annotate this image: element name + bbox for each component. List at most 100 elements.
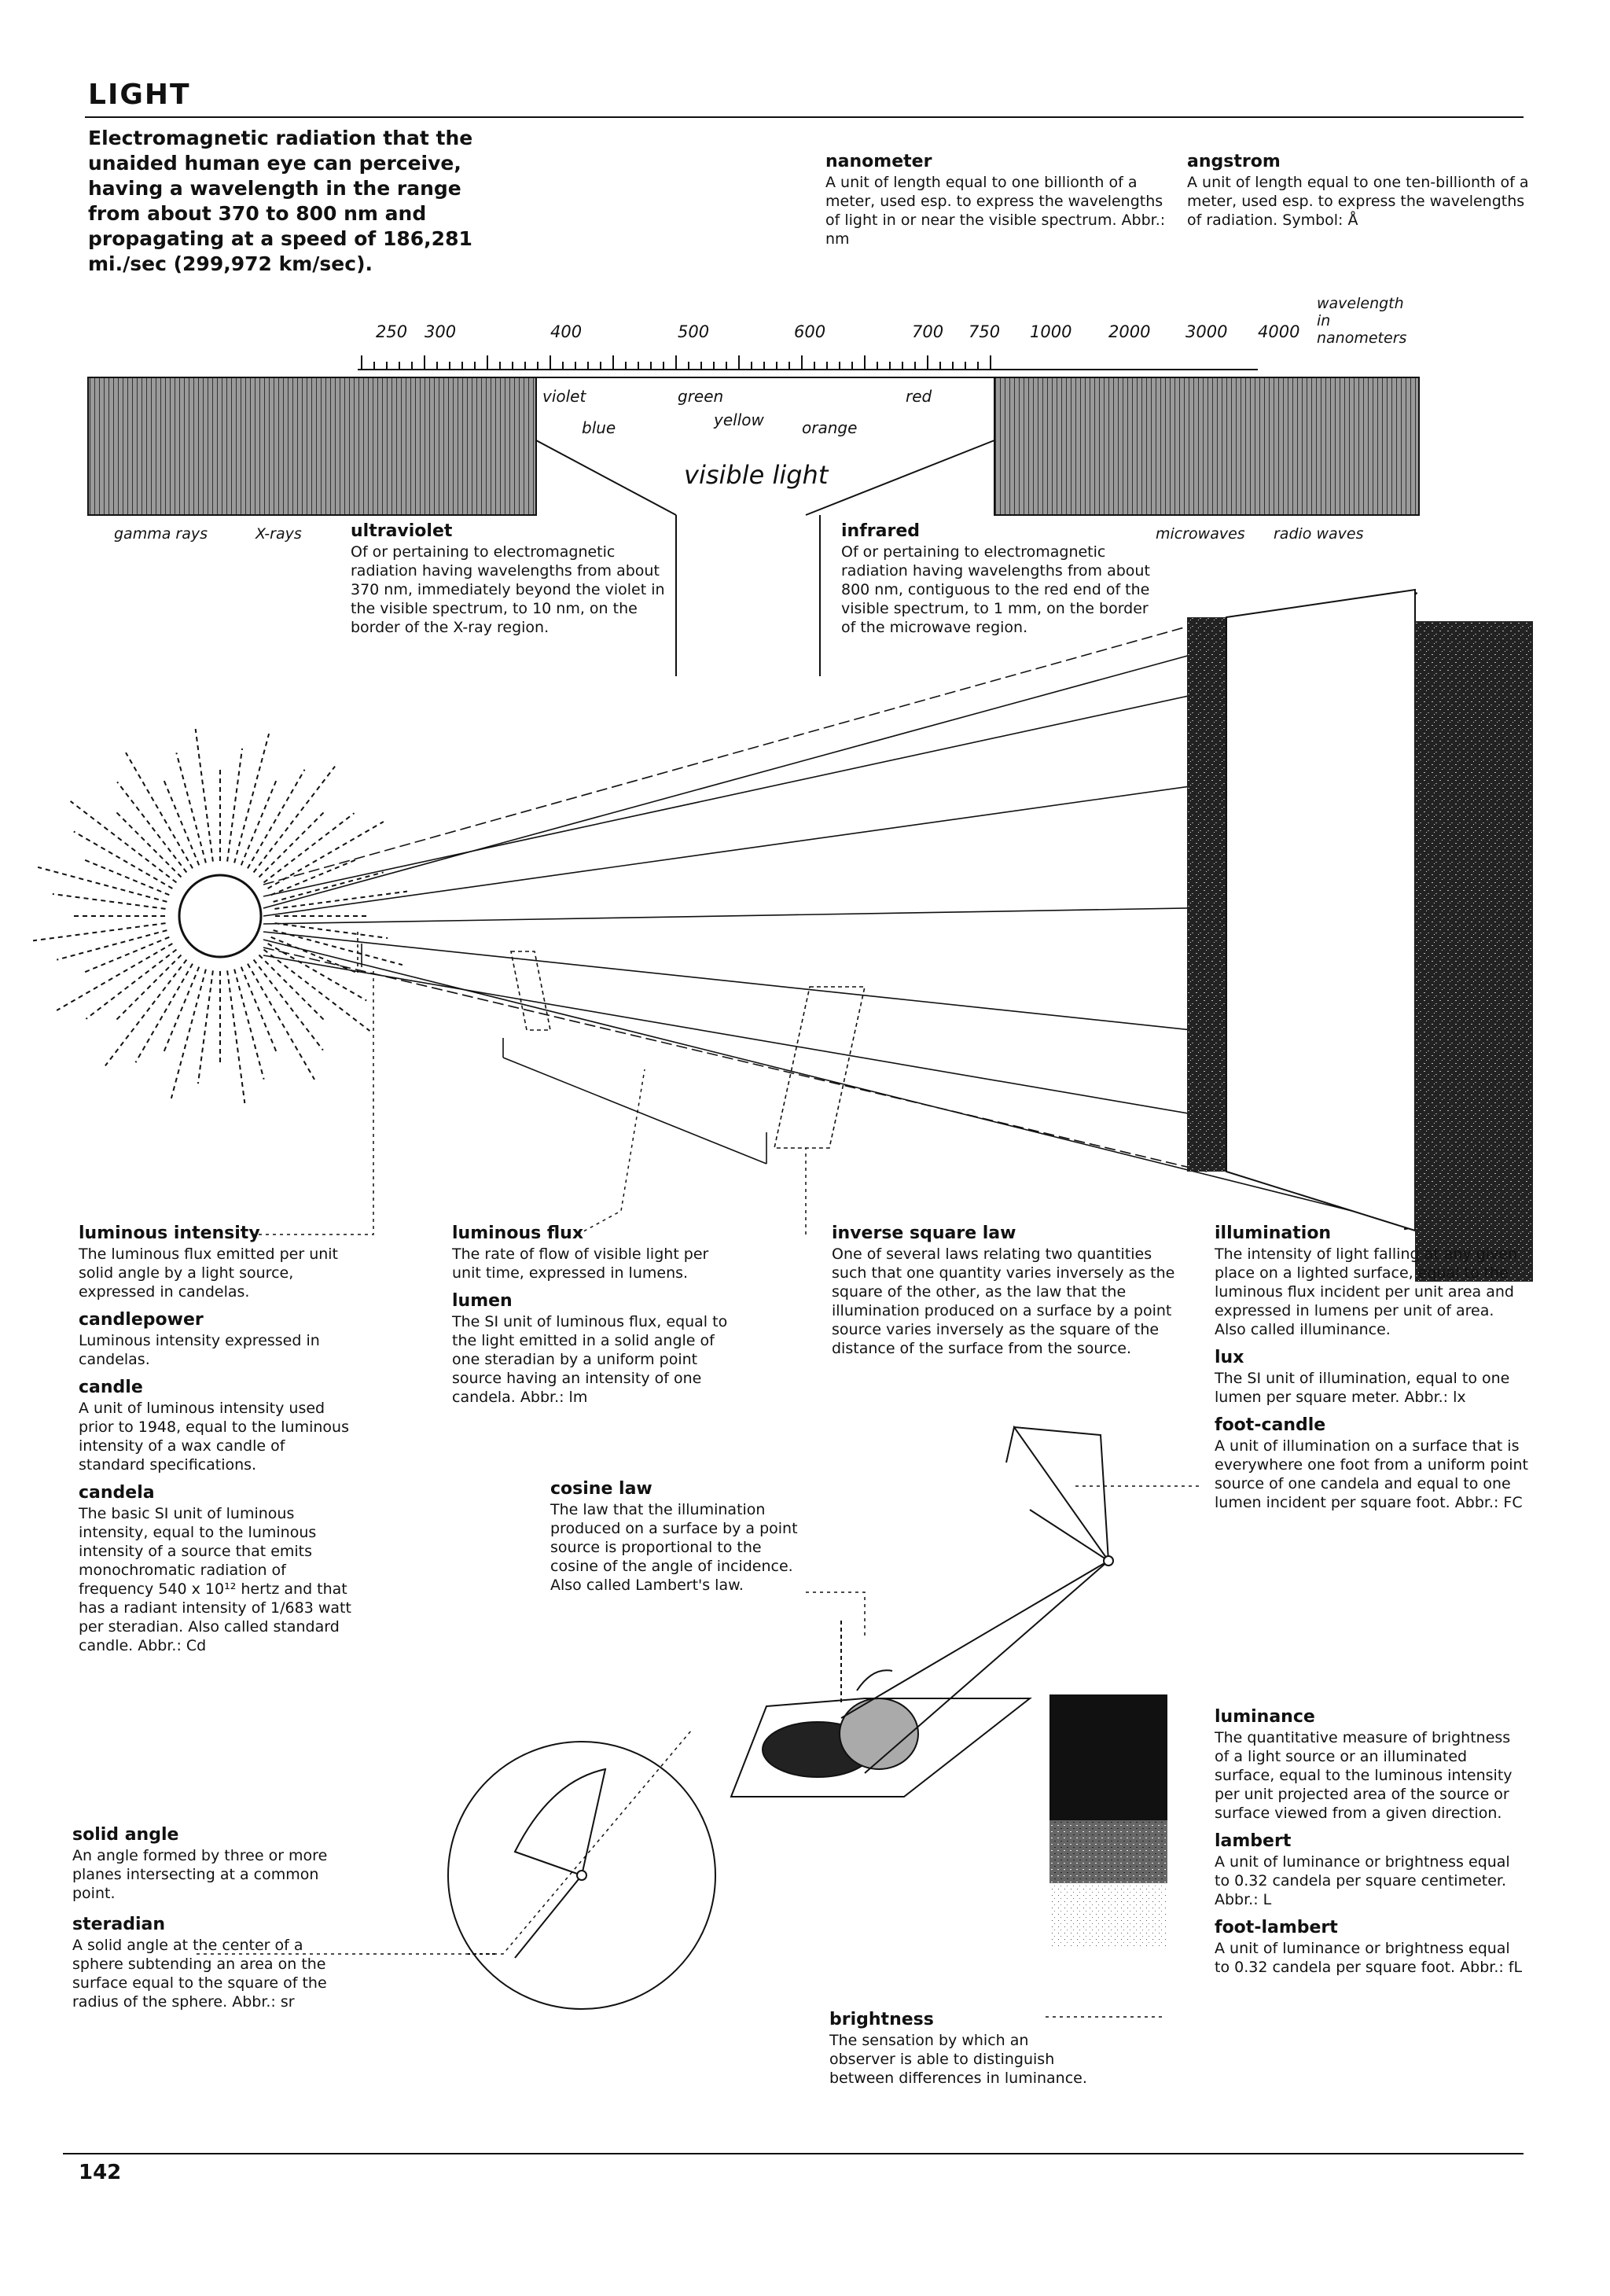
solid-angle-def: An angle formed by three or more planes …: [72, 1846, 347, 1903]
candela-term: candela: [79, 1482, 354, 1504]
luminous-flux-term: luminous flux: [452, 1223, 735, 1245]
illumination-term: illumination: [1215, 1223, 1529, 1245]
axis-label: wavelength in nanometers: [1317, 295, 1419, 347]
tick-label: 400: [550, 322, 582, 341]
tick-label: 1000: [1030, 322, 1071, 341]
lumen-def: The SI unit of luminous flux, equal to t…: [452, 1312, 735, 1407]
inverse-square-term: inverse square law: [832, 1223, 1178, 1245]
sun-ray: [259, 955, 325, 1021]
sun-ray: [163, 967, 199, 1054]
sun-ray: [82, 859, 169, 895]
foot-candle-def: A unit of illumination on a surface that…: [1215, 1437, 1529, 1512]
ultraviolet-def: Of or pertaining to electromagnetic radi…: [351, 543, 665, 637]
sun-ray: [86, 950, 176, 1019]
sun-ray: [57, 944, 172, 1010]
brightness-entry: brightness The sensation by which an obs…: [829, 2009, 1097, 2088]
brightness-def: The sensation by which an observer is ab…: [829, 2031, 1097, 2088]
lambert-term: lambert: [1215, 1831, 1529, 1853]
sun-light-source: [33, 729, 407, 1103]
brightness-term: brightness: [829, 2009, 1097, 2031]
luminous-flux-def: The rate of flow of visible light per un…: [452, 1245, 735, 1282]
illuminated-surfaces: [1187, 590, 1533, 1282]
sun-ray: [254, 960, 323, 1050]
sun-ray: [38, 867, 167, 902]
tick-label: 750: [969, 322, 1000, 341]
radio-waves-label: radio waves: [1274, 525, 1363, 543]
candlepower-term: candlepower: [79, 1309, 354, 1331]
sun-ray: [248, 964, 314, 1080]
cosine-law-term: cosine law: [550, 1478, 810, 1500]
nanometer-entry: nanometer A unit of length equal to one …: [825, 151, 1171, 248]
luminance-swatches: [1049, 1694, 1167, 1946]
illumination-def: The intensity of light falling at any gi…: [1215, 1245, 1529, 1339]
gamma-rays-label: gamma rays: [114, 525, 208, 543]
foot-lambert-def: A unit of luminance or brightness equal …: [1215, 1939, 1529, 1977]
sun-ray: [115, 955, 182, 1021]
flux-tube-large: [766, 987, 865, 1164]
sun-ray: [234, 734, 269, 863]
steradian-sphere: [448, 1742, 715, 2009]
luminance-term: luminance: [1215, 1706, 1529, 1728]
ultraviolet-entry: ultraviolet Of or pertaining to electrom…: [351, 521, 665, 637]
sun-ray: [115, 811, 182, 878]
tick-label: 500: [678, 322, 709, 341]
sun-ray: [227, 970, 244, 1103]
lux-def: The SI unit of illumination, equal to on…: [1215, 1369, 1529, 1407]
tick-label: 4000: [1258, 322, 1299, 341]
inverse-square-def: One of several laws relating two quantit…: [832, 1245, 1178, 1358]
candle-term: candle: [79, 1377, 354, 1399]
luminous-flux-entry: luminous flux The rate of flow of visibl…: [452, 1223, 735, 1407]
cosine-law-def: The law that the illumination produced o…: [550, 1500, 810, 1595]
tick-label: 300: [425, 322, 456, 341]
tick-label: 250: [376, 322, 407, 341]
sun-ray: [196, 729, 213, 862]
sun-ray: [163, 778, 199, 865]
infrared-entry: infrared Of or pertaining to electromagn…: [841, 521, 1156, 637]
candle-def: A unit of luminous intensity used prior …: [79, 1399, 354, 1474]
luminous-intensity-term: luminous intensity: [79, 1223, 354, 1245]
solid-angle-entry: solid angle An angle formed by three or …: [72, 1824, 347, 2011]
steradian-term: steradian: [72, 1914, 347, 1936]
infrared-def: Of or pertaining to electromagnetic radi…: [841, 543, 1156, 637]
sun-ray: [241, 778, 278, 865]
color-red: red: [906, 387, 932, 406]
color-violet: violet: [542, 387, 586, 406]
angstrom-entry: angstrom A unit of length equal to one t…: [1187, 151, 1541, 230]
luminous-intensity-def: The luminous flux emitted per unit solid…: [79, 1245, 354, 1301]
foot-lambert-term: foot-lambert: [1215, 1917, 1529, 1939]
inverse-square-entry: inverse square law One of several laws r…: [832, 1223, 1178, 1358]
lambert-def: A unit of luminance or brightness equal …: [1215, 1853, 1529, 1909]
left-column: luminous intensity The luminous flux emi…: [79, 1223, 354, 1655]
footer-rule: [63, 2153, 1524, 2154]
angstrom-term: angstrom: [1187, 151, 1541, 173]
sun-ray: [241, 967, 278, 1054]
angstrom-def: A unit of length equal to one ten-billio…: [1187, 173, 1541, 230]
luminance-entry: luminance The quantitative measure of br…: [1215, 1706, 1529, 1977]
xrays-label: X-rays: [255, 525, 302, 543]
sun-ray: [171, 970, 206, 1098]
cosine-law-entry: cosine law The law that the illumination…: [550, 1478, 810, 1595]
title-rule: [85, 116, 1524, 118]
intro-definition: Electromagnetic radiation that the unaid…: [88, 126, 497, 277]
sun-ray: [117, 782, 186, 872]
illumination-entry: illumination The intensity of light fall…: [1215, 1223, 1529, 1512]
tick-label: 3000: [1185, 322, 1227, 341]
tick-label: 700: [912, 322, 943, 341]
sun-ray: [82, 937, 169, 973]
tick-label: 2000: [1108, 322, 1150, 341]
sun-ray: [259, 811, 325, 878]
page-title: LIGHT: [88, 79, 191, 111]
candela-def: The basic SI unit of luminous intensity,…: [79, 1504, 354, 1655]
ultraviolet-term: ultraviolet: [351, 521, 665, 543]
lumen-term: lumen: [452, 1290, 735, 1312]
infrared-term: infrared: [841, 521, 1156, 543]
microwaves-label: microwaves: [1156, 525, 1245, 543]
nanometer-def: A unit of length equal to one billionth …: [825, 173, 1171, 248]
wavelength-ruler: [358, 355, 1258, 370]
steradian-def: A solid angle at the center of a sphere …: [72, 1936, 347, 2011]
sun-ray: [271, 937, 358, 973]
sun-ray: [126, 752, 193, 868]
lux-term: lux: [1215, 1347, 1529, 1369]
foot-candle-term: foot-candle: [1215, 1415, 1529, 1437]
tick-label: 600: [794, 322, 825, 341]
